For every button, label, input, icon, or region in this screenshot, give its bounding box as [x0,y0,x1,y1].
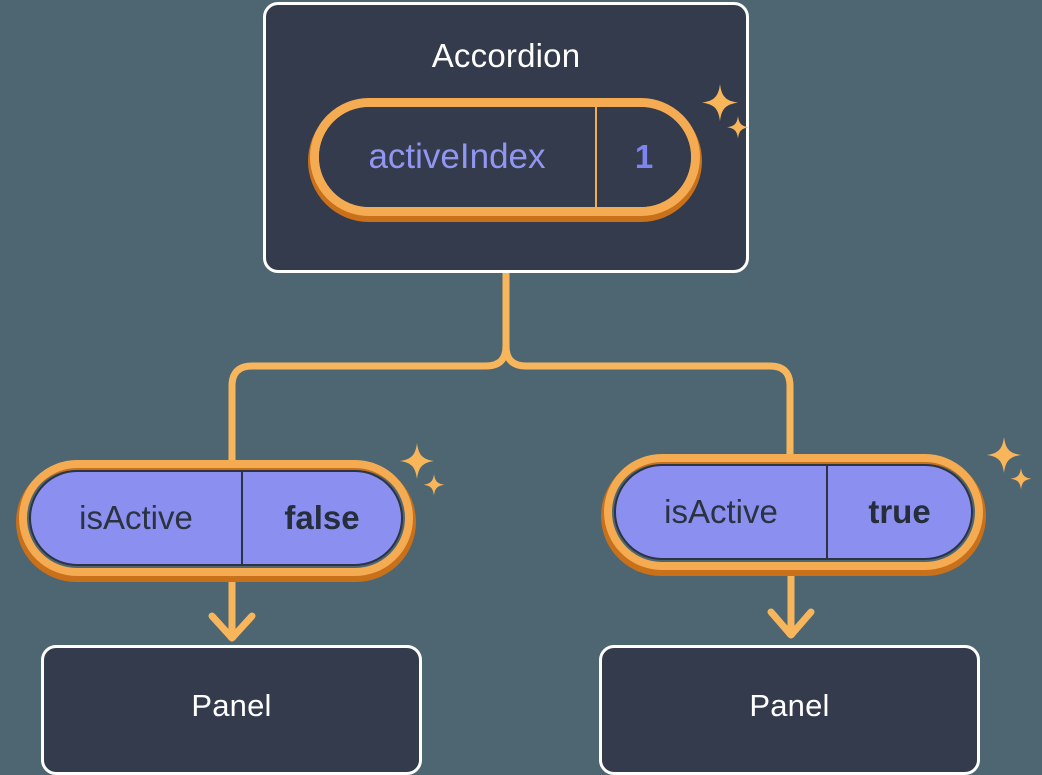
prop-value-label: true [868,493,931,530]
accordion-title: Accordion [431,37,581,74]
sparkle-icon [980,437,1036,499]
state-pill-inner-ring [310,98,700,216]
prop-value-label: false [284,499,360,536]
edge-accordion-to-right-branch [502,268,794,468]
prop-pill-inner-ring [604,454,983,570]
state-pill-body: activeIndex 1 [319,107,691,207]
prop-key-label: isActive [616,466,828,558]
component-node-panel-right[interactable]: Panel [599,645,980,775]
state-pill-active-index[interactable]: activeIndex 1 [308,96,702,222]
arrow-down-icon-left [208,612,256,642]
prop-pill-body: isActive false [29,470,403,566]
arrow-down-icon-right [767,608,815,639]
edge-accordion-to-branches [228,268,510,474]
state-key-label: activeIndex [319,107,597,207]
prop-pill-is-active-false[interactable]: isActive false [16,458,416,582]
state-value-label: 1 [634,138,654,175]
prop-key-label: isActive [31,472,243,564]
panel-right-title: Panel [749,688,830,723]
component-node-panel-left[interactable]: Panel [41,645,422,775]
prop-pill-inner-ring [19,460,413,576]
prop-pill-is-active-true[interactable]: isActive true [601,452,986,576]
prop-pill-body: isActive true [614,464,973,560]
panel-left-title: Panel [191,688,272,723]
